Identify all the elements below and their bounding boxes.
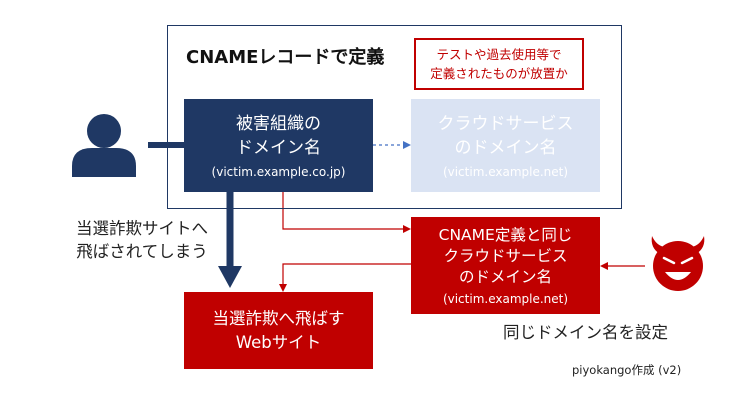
victim-to-attacker-arrow	[282, 192, 411, 233]
user-icon	[72, 114, 136, 177]
cname-section-title: CNAMEレコードで定義	[186, 47, 385, 68]
victim-domain-line-2: ドメイン名	[236, 138, 321, 158]
abandoned-note-box: テストや過去使用等で 定義されたものが放置か	[414, 38, 584, 90]
devil-icon	[651, 236, 705, 291]
attacker-domain-line-3: のドメイン名	[458, 268, 552, 286]
attacker-domain-line-2: クラウドサービス	[443, 247, 568, 265]
cloud-domain-name: (victim.example.net)	[442, 165, 569, 179]
same-domain-label: 同じドメイン名を設定	[503, 323, 668, 342]
scam-site-line-1: 当選詐欺へ飛ばす	[212, 308, 345, 328]
redirect-label: 当選詐欺サイトへ 飛ばされてしまう	[52, 217, 232, 263]
credit-label: piyokango作成 (v2)	[572, 363, 682, 377]
redirect-arrow-head	[218, 266, 242, 288]
cloud-domain-line-1: クラウドサービス	[437, 114, 574, 134]
attacker-cloud-domain-box: CNAME定義と同じ クラウドサービス のドメイン名 (victim.examp…	[411, 217, 600, 314]
attacker-domain-name: (victim.example.net)	[442, 292, 569, 306]
note-line-1: テストや過去使用等で	[436, 47, 562, 62]
redirect-label-line-1: 当選詐欺サイトへ	[76, 219, 208, 238]
victim-domain-line-1: 被害組織の	[236, 114, 321, 134]
victim-domain-name: (victim.example.co.jp)	[211, 165, 346, 179]
redirect-label-line-2: 飛ばされてしまう	[76, 242, 208, 261]
victim-domain-box: 被害組織の ドメイン名 (victim.example.co.jp)	[184, 99, 373, 192]
scam-site-line-2: Webサイト	[235, 332, 322, 352]
attacker-domain-line-1: CNAME定義と同じ	[438, 226, 573, 244]
cloud-domain-box: クラウドサービス のドメイン名 (victim.example.net)	[411, 99, 600, 192]
cloud-domain-line-2: のドメイン名	[454, 138, 557, 158]
note-line-2: 定義されたものが放置か	[430, 66, 568, 81]
scam-website-box: 当選詐欺へ飛ばす Webサイト	[184, 292, 373, 369]
cname-record-frame	[167, 25, 622, 209]
attacker-to-scam-arrow	[279, 263, 411, 292]
